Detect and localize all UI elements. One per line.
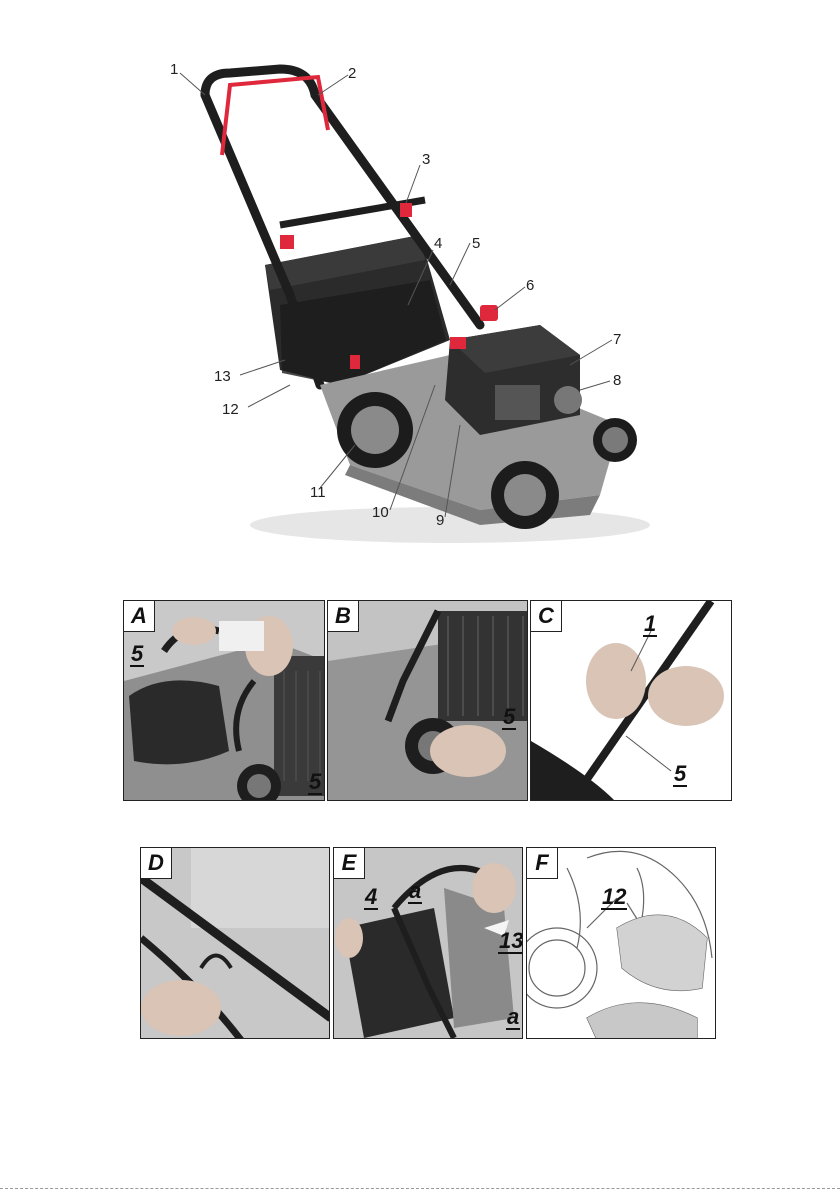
panel-d: D: [140, 847, 330, 1039]
callout-6: 6: [526, 278, 534, 293]
callout-8: 8: [613, 373, 621, 388]
callout-9: 9: [436, 513, 444, 528]
mower-figure: [150, 55, 670, 555]
panel-e-letter: E: [334, 848, 365, 879]
panel-b-label-5: 5: [502, 706, 516, 730]
mower-illustration: [150, 55, 670, 555]
panel-a-label-5-bottom: 5: [308, 771, 322, 795]
page-bottom-edge: [0, 1188, 840, 1189]
panel-d-letter: D: [141, 848, 172, 879]
panel-a-label-5-top: 5: [130, 643, 144, 667]
panel-c-letter: C: [531, 601, 562, 632]
callout-13: 13: [214, 369, 231, 384]
callout-12: 12: [222, 402, 239, 417]
callout-5: 5: [472, 236, 480, 251]
panel-f-label-12: 12: [601, 886, 627, 910]
callout-11: 11: [310, 485, 326, 500]
panel-b: B 5: [327, 600, 528, 801]
panel-c-label-5: 5: [673, 763, 687, 787]
callout-3: 3: [422, 152, 430, 167]
panel-b-letter: B: [328, 601, 359, 632]
panel-e-label-a-bottom: a: [506, 1006, 520, 1030]
callout-10: 10: [372, 505, 389, 520]
panel-f-letter: F: [527, 848, 558, 879]
callout-2: 2: [348, 66, 356, 81]
panel-e-label-a-top: a: [408, 880, 422, 904]
callout-1: 1: [170, 62, 178, 77]
panel-c-label-1: 1: [643, 613, 657, 637]
callout-4: 4: [434, 236, 442, 251]
panel-e: E 4 a 13 a: [333, 847, 523, 1039]
panel-a: A 5 5: [123, 600, 325, 801]
panel-e-label-13: 13: [498, 930, 523, 954]
callout-7: 7: [613, 332, 621, 347]
panel-c: C 1 5: [530, 600, 732, 801]
panel-a-letter: A: [124, 601, 155, 632]
panel-e-label-4: 4: [364, 886, 378, 910]
panel-f: F 12: [526, 847, 716, 1039]
